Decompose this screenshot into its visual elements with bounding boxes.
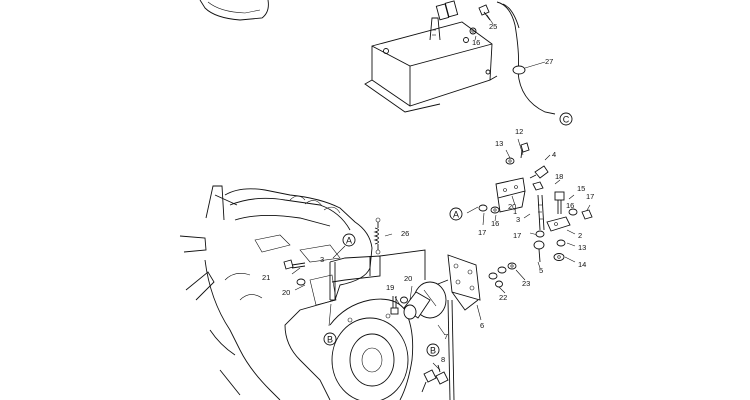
ref-c: C xyxy=(559,112,573,126)
label-17-left: 17 xyxy=(478,228,486,237)
label-20-left: 20 xyxy=(282,288,290,297)
washer-20-right xyxy=(495,280,503,288)
washer-13-top xyxy=(505,157,515,165)
washer-23 xyxy=(507,262,517,270)
fastener-17-right xyxy=(581,209,593,220)
spring-26 xyxy=(373,217,381,255)
fastener-17-left xyxy=(478,204,488,212)
label-3-right: 3 xyxy=(516,215,520,224)
bolt-19 xyxy=(390,296,399,315)
controller-box xyxy=(364,0,498,113)
label-8: 8 xyxy=(441,355,445,364)
label-16-left: 16 xyxy=(491,219,499,228)
svg-text:B: B xyxy=(327,335,333,345)
label-12: 12 xyxy=(515,127,523,136)
label-14: 14 xyxy=(578,260,586,269)
fitting-4 xyxy=(529,165,549,179)
harness-lines xyxy=(447,299,455,400)
washer-20-left xyxy=(296,278,306,286)
label-7: 7 xyxy=(444,332,448,341)
label-25: 25 xyxy=(489,22,497,31)
label-16-right: 16 xyxy=(566,201,574,210)
fastener-25 xyxy=(478,4,491,21)
ref-b-bottom: B xyxy=(426,343,440,357)
label-13-right: 13 xyxy=(578,243,586,252)
svg-text:B: B xyxy=(430,346,436,356)
label-5: 5 xyxy=(539,266,543,275)
ref-a-left: A xyxy=(449,207,463,221)
lever-2 xyxy=(546,216,571,232)
svg-text:A: A xyxy=(346,236,352,246)
washer-20-mid xyxy=(400,296,408,304)
fastener-16-left xyxy=(490,206,500,214)
part-numbers: 25 16 27 12 13 4 18 15 17 16 20 1 3 16 1… xyxy=(262,22,594,364)
label-4: 4 xyxy=(552,150,556,159)
cable-27 xyxy=(496,1,556,115)
label-20-right-top: 20 xyxy=(508,202,516,211)
nut-18 xyxy=(532,181,544,191)
rod-3 xyxy=(537,194,545,231)
label-6: 6 xyxy=(480,321,484,330)
actuator-motor-7 xyxy=(403,279,449,320)
label-17-mid: 17 xyxy=(513,231,521,240)
joint-17 xyxy=(535,230,545,238)
connector-8 xyxy=(421,364,449,393)
engine-block xyxy=(179,185,373,400)
motor-link-frame xyxy=(329,249,426,301)
label-3-left: 3 xyxy=(320,255,324,264)
label-26: 26 xyxy=(401,229,409,238)
label-21: 21 xyxy=(262,273,270,282)
label-1: 1 xyxy=(513,207,517,216)
svg-text:A: A xyxy=(453,210,459,220)
ref-b-top: B xyxy=(323,332,337,346)
label-20-mid: 20 xyxy=(404,274,412,283)
label-19: 19 xyxy=(386,283,394,292)
label-2: 2 xyxy=(578,231,582,240)
ball-joint-5 xyxy=(533,240,545,263)
fastener-16-right xyxy=(568,208,578,216)
fastener-16-top xyxy=(469,27,477,35)
top-left-component xyxy=(199,0,269,21)
washer-13-right xyxy=(556,239,566,247)
label-13-top: 13 xyxy=(495,139,503,148)
label-17-right: 17 xyxy=(586,192,594,201)
ref-a-mid: A xyxy=(342,233,356,247)
label-16-top: 16 xyxy=(472,38,480,47)
label-15: 15 xyxy=(577,184,585,193)
bolt-12 xyxy=(520,142,530,159)
label-18: 18 xyxy=(555,172,563,181)
label-27: 27 xyxy=(545,57,553,66)
nut-14 xyxy=(553,253,565,261)
washers-22 xyxy=(488,266,507,280)
bolt-15 xyxy=(554,191,565,214)
leader-lines xyxy=(291,14,591,371)
label-22: 22 xyxy=(499,293,507,302)
bolt-21 xyxy=(283,259,306,270)
label-23: 23 xyxy=(522,279,530,288)
flywheel-housing xyxy=(329,298,414,400)
bracket-1 xyxy=(495,177,526,213)
bracket-6 xyxy=(447,254,481,311)
svg-text:C: C xyxy=(563,115,570,125)
